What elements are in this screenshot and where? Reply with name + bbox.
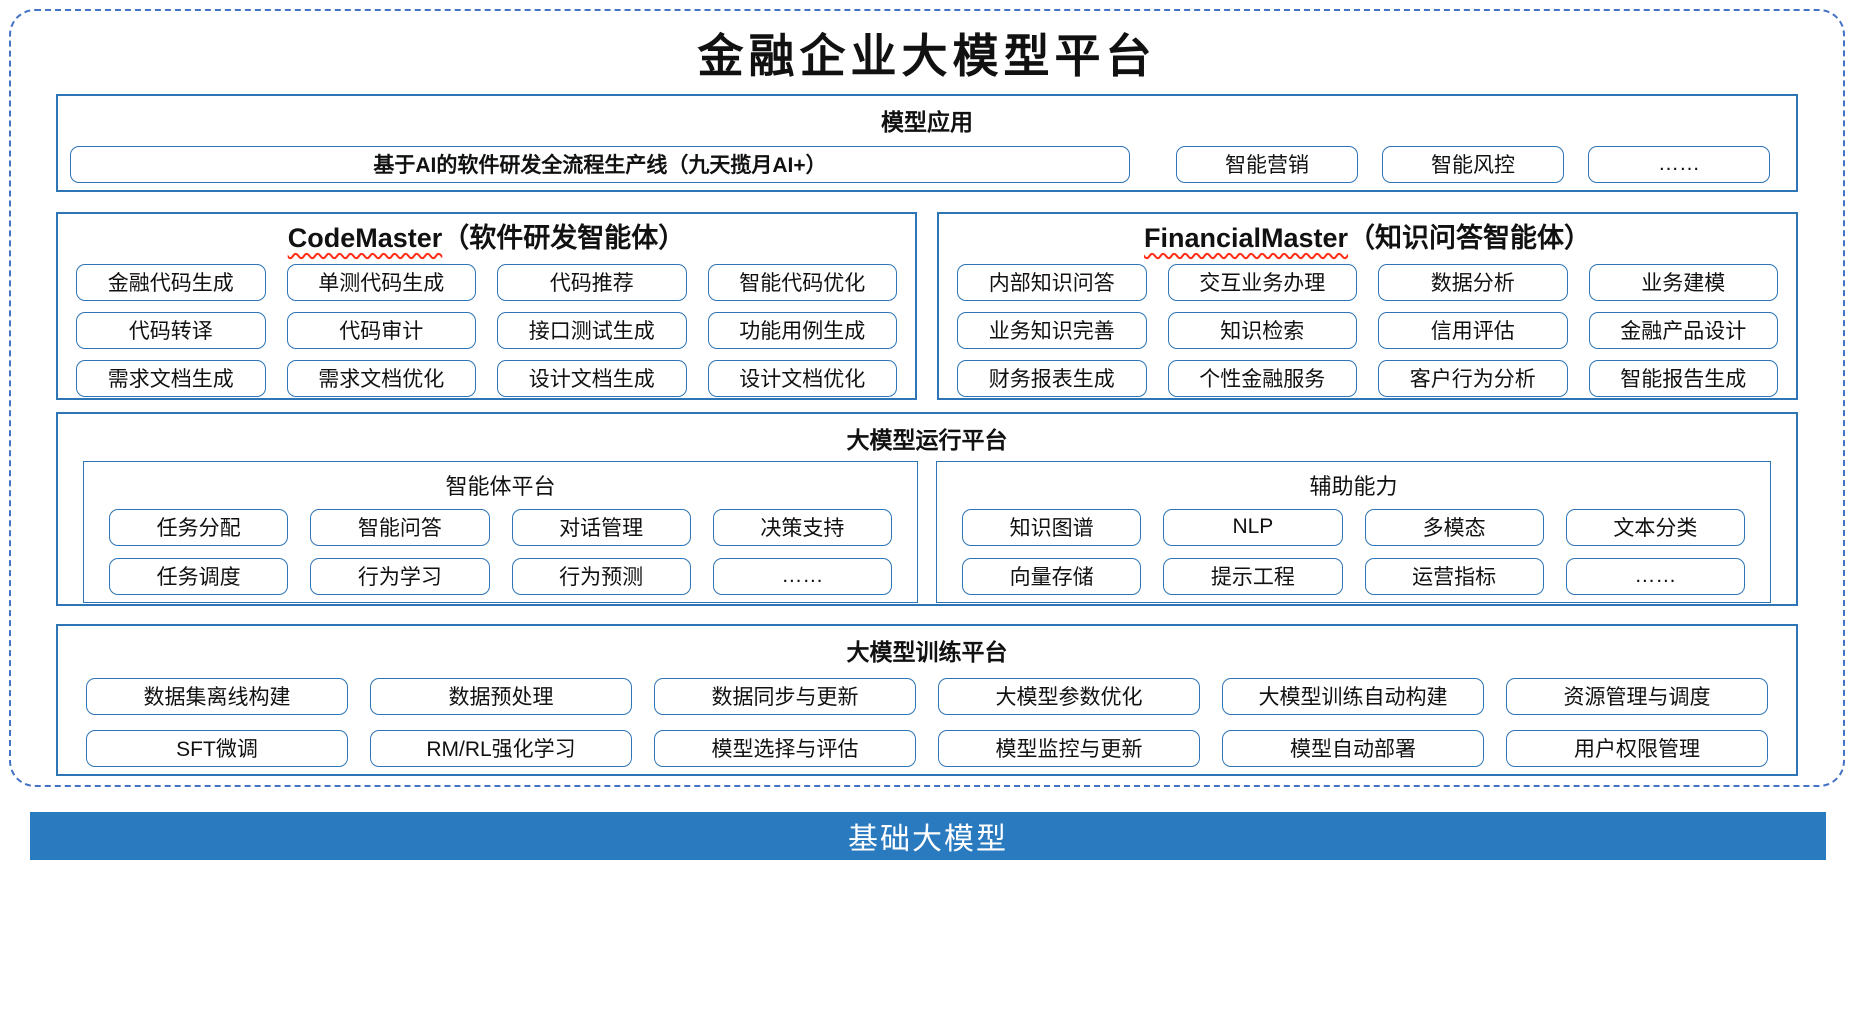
capability-pill: 决策支持 — [712, 508, 892, 546]
capability-pill: 对话管理 — [511, 508, 691, 546]
agent-platform-grid: 任务分配 智能问答 对话管理 决策支持 任务调度 行为学习 行为预测 …… — [84, 501, 917, 595]
app-pill: 智能营销 — [1176, 145, 1358, 183]
section-model-applications: 模型应用 基于AI的软件研发全流程生产线（九天揽月AI+） 智能营销 智能风控 … — [56, 93, 1798, 192]
capability-pill: 业务建模 — [1588, 263, 1778, 301]
app-pill: …… — [1588, 145, 1770, 183]
aux-capability-box: 辅助能力 知识图谱 NLP 多模态 文本分类 向量存储 提示工程 运营指标 …… — [936, 460, 1771, 603]
aux-capability-grid: 知识图谱 NLP 多模态 文本分类 向量存储 提示工程 运营指标 …… — [937, 501, 1770, 595]
codemaster-box: CodeMaster（软件研发智能体） 金融代码生成 单测代码生成 代码推荐 智… — [56, 211, 917, 400]
agent-platform-header: 智能体平台 — [445, 473, 556, 499]
capability-pill: 代码审计 — [286, 311, 476, 349]
section-training-platform: 大模型训练平台 数据集离线构建 数据预处理 数据同步与更新 大模型参数优化 大模… — [56, 623, 1798, 776]
capability-pill: 知识检索 — [1167, 311, 1357, 349]
runtime-row: 智能体平台 任务分配 智能问答 对话管理 决策支持 任务调度 行为学习 行为预测… — [58, 455, 1796, 603]
capability-pill: 数据集离线构建 — [86, 677, 348, 715]
app-pill: 智能风控 — [1382, 145, 1564, 183]
capability-pill: 用户权限管理 — [1506, 729, 1768, 767]
model-applications-row: 基于AI的软件研发全流程生产线（九天揽月AI+） 智能营销 智能风控 …… — [58, 137, 1796, 183]
capability-pill: 知识图谱 — [962, 508, 1142, 546]
capability-pill: 行为预测 — [511, 557, 691, 595]
capability-pill: 行为学习 — [310, 557, 490, 595]
capability-pill: 智能代码优化 — [707, 263, 897, 301]
codemaster-grid: 金融代码生成 单测代码生成 代码推荐 智能代码优化 代码转译 代码审计 接口测试… — [58, 254, 915, 397]
capability-pill: 大模型训练自动构建 — [1222, 677, 1484, 715]
capability-pill: 信用评估 — [1378, 311, 1568, 349]
capability-pill: 金融代码生成 — [76, 263, 266, 301]
capability-pill: 文本分类 — [1565, 508, 1745, 546]
capability-pill: 任务调度 — [109, 557, 289, 595]
capability-pill: SFT微调 — [86, 729, 348, 767]
capability-pill: 多模态 — [1364, 508, 1544, 546]
capability-pill: 单测代码生成 — [286, 263, 476, 301]
capability-pill: 数据分析 — [1378, 263, 1568, 301]
section-runtime-platform: 大模型运行平台 智能体平台 任务分配 智能问答 对话管理 决策支持 任务调度 行… — [56, 411, 1798, 606]
financialmaster-grid: 内部知识问答 交互业务办理 数据分析 业务建模 业务知识完善 知识检索 信用评估… — [939, 254, 1796, 397]
capability-pill: 交互业务办理 — [1167, 263, 1357, 301]
capability-pill: NLP — [1163, 508, 1343, 546]
agent-platform-box: 智能体平台 任务分配 智能问答 对话管理 决策支持 任务调度 行为学习 行为预测… — [83, 460, 918, 603]
financialmaster-box: FinancialMaster（知识问答智能体） 内部知识问答 交互业务办理 数… — [937, 211, 1798, 400]
capability-pill: 提示工程 — [1163, 557, 1343, 595]
financialmaster-title-en: FinancialMaster — [1143, 222, 1349, 253]
codemaster-title-zh: （软件研发智能体） — [442, 222, 686, 253]
runtime-platform-header: 大模型运行平台 — [846, 426, 1008, 453]
capability-pill: …… — [1565, 557, 1745, 595]
capability-pill: 模型监控与更新 — [938, 729, 1200, 767]
capability-pill: 设计文档优化 — [707, 359, 897, 397]
capability-pill: 数据同步与更新 — [654, 677, 916, 715]
agents-row: CodeMaster（软件研发智能体） 金融代码生成 单测代码生成 代码推荐 智… — [56, 211, 1798, 400]
training-grid: 数据集离线构建 数据预处理 数据同步与更新 大模型参数优化 大模型训练自动构建 … — [58, 667, 1796, 767]
codemaster-header: CodeMaster（软件研发智能体） — [58, 214, 915, 254]
codemaster-title-en: CodeMaster — [287, 222, 443, 253]
capability-pill: 财务报表生成 — [957, 359, 1147, 397]
capability-pill: 向量存储 — [962, 557, 1142, 595]
base-model-bar: 基础大模型 — [30, 812, 1826, 860]
capability-pill: 功能用例生成 — [707, 311, 897, 349]
aux-capability-header: 辅助能力 — [1309, 473, 1398, 499]
capability-pill: RM/RL强化学习 — [370, 729, 632, 767]
capability-pill: 代码转译 — [76, 311, 266, 349]
page-title: 金融企业大模型平台 — [697, 29, 1157, 83]
capability-pill: 资源管理与调度 — [1506, 677, 1768, 715]
capability-pill: 模型自动部署 — [1222, 729, 1484, 767]
capability-pill: 大模型参数优化 — [938, 677, 1200, 715]
platform-dashed-frame: 金融企业大模型平台 模型应用 基于AI的软件研发全流程生产线（九天揽月AI+） … — [9, 9, 1845, 787]
capability-pill: 需求文档优化 — [286, 359, 476, 397]
capability-pill: 接口测试生成 — [497, 311, 687, 349]
capability-pill: 个性金融服务 — [1167, 359, 1357, 397]
capability-pill: 数据预处理 — [370, 677, 632, 715]
capability-pill: 任务分配 — [109, 508, 289, 546]
capability-pill: …… — [712, 557, 892, 595]
capability-pill: 智能报告生成 — [1588, 359, 1778, 397]
capability-pill: 内部知识问答 — [957, 263, 1147, 301]
capability-pill: 客户行为分析 — [1378, 359, 1568, 397]
capability-pill: 模型选择与评估 — [654, 729, 916, 767]
capability-pill: 代码推荐 — [497, 263, 687, 301]
capability-pill: 运营指标 — [1364, 557, 1544, 595]
training-platform-header: 大模型训练平台 — [846, 638, 1008, 665]
capability-pill: 需求文档生成 — [76, 359, 266, 397]
capability-pill: 智能问答 — [310, 508, 490, 546]
app-pipeline-box: 基于AI的软件研发全流程生产线（九天揽月AI+） — [70, 145, 1130, 183]
capability-pill: 设计文档生成 — [497, 359, 687, 397]
financialmaster-header: FinancialMaster（知识问答智能体） — [939, 214, 1796, 254]
base-model-label: 基础大模型 — [848, 823, 1008, 856]
capability-pill: 金融产品设计 — [1588, 311, 1778, 349]
financialmaster-title-zh: （知识问答智能体） — [1348, 222, 1592, 253]
capability-pill: 业务知识完善 — [957, 311, 1147, 349]
section-model-applications-header: 模型应用 — [881, 108, 973, 135]
